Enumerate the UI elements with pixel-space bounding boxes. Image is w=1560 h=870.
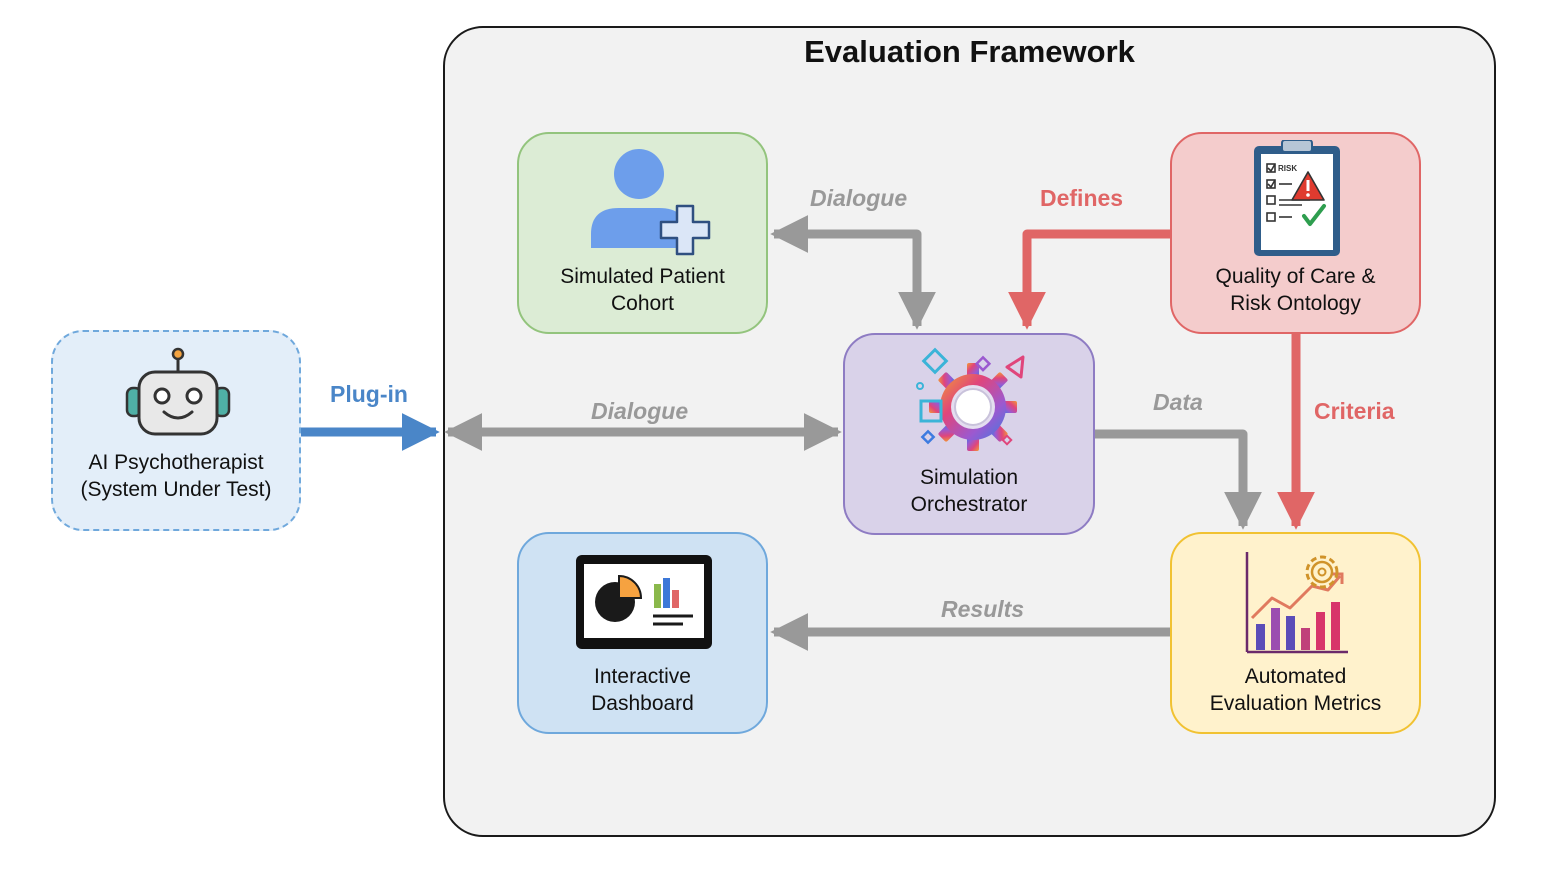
data-arrow <box>1095 429 1262 530</box>
patient-label: Simulated Patient Cohort <box>560 265 725 315</box>
results-label: Results <box>941 596 1025 622</box>
dashboard-monitor-icon <box>576 555 712 649</box>
criteria-label: Criteria <box>1314 398 1395 424</box>
defines-label: Defines <box>1040 185 1124 211</box>
framework-title: Evaluation Framework <box>804 34 1135 69</box>
plugin-label: Plug-in <box>330 381 408 407</box>
dialogue-ai-label: Dialogue <box>591 398 689 424</box>
defines-arrow <box>1008 229 1170 330</box>
dashboard-label: Interactive Dashboard <box>591 665 694 715</box>
data-label: Data <box>1153 389 1203 415</box>
growth-chart-gear-icon <box>1245 552 1348 654</box>
robot-icon <box>125 347 231 436</box>
metrics-label: Automated Evaluation Metrics <box>1209 665 1382 715</box>
gear-shapes-icon <box>916 347 1025 451</box>
orchestrator-label: Simulation Orchestrator <box>910 466 1028 516</box>
risk-ontology-node: RISK Quality of Care & Risk Ontology <box>1170 132 1421 334</box>
dialogue-patient-label: Dialogue <box>810 185 908 211</box>
simulation-orchestrator-node: Simulation Orchestrator <box>843 333 1095 535</box>
simulated-patient-node: Simulated Patient Cohort <box>517 132 768 334</box>
risk-icon-text: RISK <box>1278 164 1297 173</box>
ontology-label: Quality of Care & Risk Ontology <box>1215 265 1376 315</box>
dialogue-patient-arrow <box>770 215 936 330</box>
ai-label: AI Psychotherapist (System Under Test) <box>80 451 272 501</box>
user-plus-icon <box>591 149 711 256</box>
interactive-dashboard-node: Interactive Dashboard <box>517 532 768 734</box>
risk-clipboard-icon: RISK <box>1254 140 1340 256</box>
ai-psychotherapist-node: AI Psychotherapist (System Under Test) <box>51 330 301 531</box>
evaluation-metrics-node: Automated Evaluation Metrics <box>1170 532 1421 734</box>
